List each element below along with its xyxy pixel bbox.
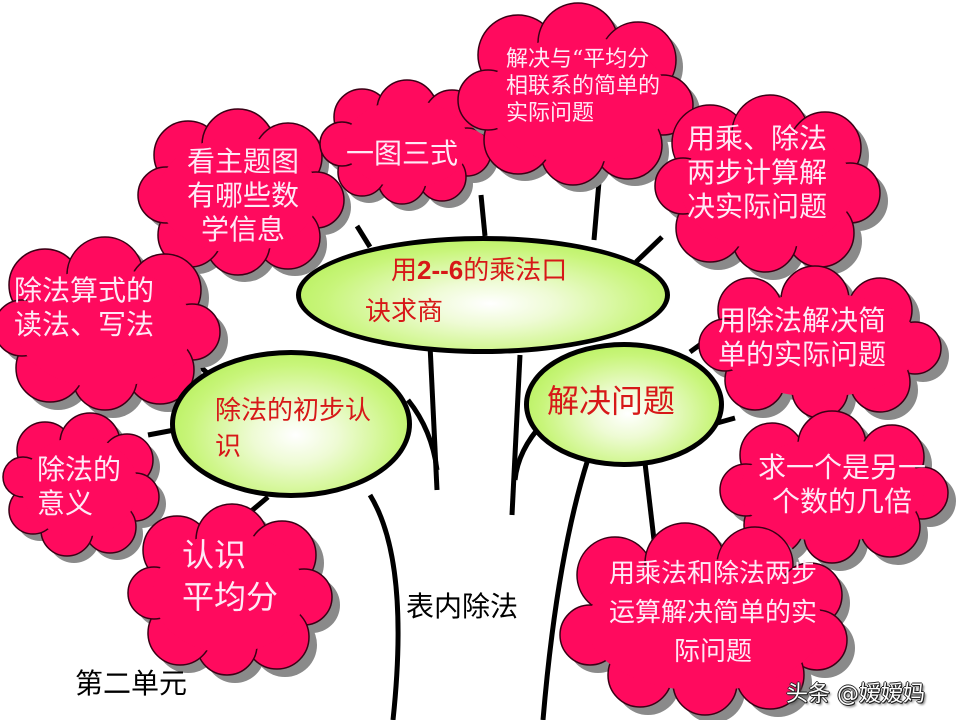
cloud-shape-icon bbox=[698, 265, 949, 426]
cloud-text-line: 相联系的简单的 bbox=[506, 73, 661, 99]
oval-text: 用 bbox=[391, 256, 418, 286]
oval-text: 的乘法口 bbox=[463, 256, 568, 286]
oval-text: 解决问题 bbox=[547, 382, 676, 420]
connector-one-pic bbox=[478, 194, 488, 237]
cloud-shape-icon bbox=[719, 410, 956, 571]
cloud-text-line: 意义 bbox=[37, 487, 94, 521]
cloud-text-line: 用除法解决简 bbox=[718, 304, 887, 337]
cloud-equal-sharing: 认识 平均分 bbox=[127, 503, 340, 683]
cloud-read-write-division: 除法算式的 读法、写法 bbox=[0, 236, 228, 418]
cloud-main-picture: 看主题图 有哪些数 学信息 bbox=[137, 108, 353, 282]
cloud-shape-icon bbox=[127, 503, 340, 683]
cloud-division-simple-problems: 用除法解决简 单的实际问题 bbox=[698, 265, 950, 426]
cloud-text-line: 用乘、除法 bbox=[687, 122, 828, 155]
trunk-mid-right-line bbox=[509, 354, 523, 516]
connector-two-step bbox=[634, 235, 664, 264]
cloud-text-line: 一图三式 bbox=[346, 137, 459, 170]
oval-text-bold: 2--6 bbox=[417, 255, 464, 285]
cloud-text-line: 读法、写法 bbox=[14, 308, 155, 342]
cloud-shape-icon bbox=[559, 522, 855, 720]
oval-multiplication-table: 用2--6的乘法口 诀求商 bbox=[296, 236, 670, 354]
cloud-equal-share-problems: 解决与“平均分 相联系的简单的 实际问题 bbox=[457, 2, 700, 192]
cloud-text-line: 个数的几倍 bbox=[771, 485, 912, 519]
cloud-text-line: 实际问题 bbox=[506, 100, 595, 126]
cloud-shape-icon bbox=[0, 236, 228, 418]
oval-problem-solving: 解决问题 bbox=[524, 342, 724, 467]
trunk-left-line bbox=[367, 493, 401, 720]
unit-label: 第二单元 bbox=[75, 667, 188, 700]
cloud-two-step-mult-div: 用乘、除法 两步计算解 决实际问题 bbox=[654, 94, 888, 280]
cloud-text-line: 学信息 bbox=[200, 213, 285, 247]
oval-text: 诀求商 bbox=[365, 297, 444, 327]
cloud-text-line: 认识 bbox=[182, 536, 247, 574]
cloud-two-step-mult-and-div: 用乘法和除法两步 运算解决简单的实 际问题 bbox=[555, 522, 855, 720]
cloud-shape-icon bbox=[654, 94, 888, 280]
oval-text: 除法的初步认 bbox=[215, 396, 372, 426]
connector-main-picture bbox=[354, 224, 373, 249]
cloud-text-line: 求一个是另一 bbox=[757, 451, 926, 484]
cloud-text-line: 际问题 bbox=[673, 637, 752, 667]
cloud-times-of-number: 求一个是另一 个数的几倍 bbox=[719, 410, 956, 571]
cloud-shape-icon bbox=[137, 108, 351, 282]
cloud-text-line: 解决与“平均分 bbox=[506, 47, 650, 72]
cloud-shape-icon bbox=[2, 412, 166, 563]
cloud-text-line: 有哪些数 bbox=[186, 179, 299, 213]
cloud-shape-icon bbox=[457, 2, 700, 192]
cloud-text-line: 单的实际问题 bbox=[718, 338, 887, 372]
diagram-title: 表内除法 bbox=[406, 590, 519, 623]
watermark: 头条 @嫒嫒妈 bbox=[786, 682, 925, 707]
cloud-text-line: 平均分 bbox=[182, 577, 279, 616]
cloud-text-line: 决实际问题 bbox=[687, 190, 828, 224]
cloud-text-line: 运算解决简单的实 bbox=[608, 598, 817, 628]
connector-two-step-mult bbox=[642, 462, 657, 541]
cloud-text-line: 两步计算解 bbox=[687, 156, 828, 190]
oval-text: 识 bbox=[215, 432, 242, 463]
cloud-text-line: 用乘法和除法两步 bbox=[608, 559, 817, 589]
oval-division-intro: 除法的初步认 识 bbox=[170, 350, 412, 498]
cloud-text-line: 除法算式的 bbox=[14, 274, 155, 307]
cloud-text-line: 除法的 bbox=[37, 453, 122, 486]
cloud-meaning-of-division: 除法的 意义 bbox=[2, 412, 166, 563]
cloud-text-line: 看主题图 bbox=[186, 145, 299, 178]
